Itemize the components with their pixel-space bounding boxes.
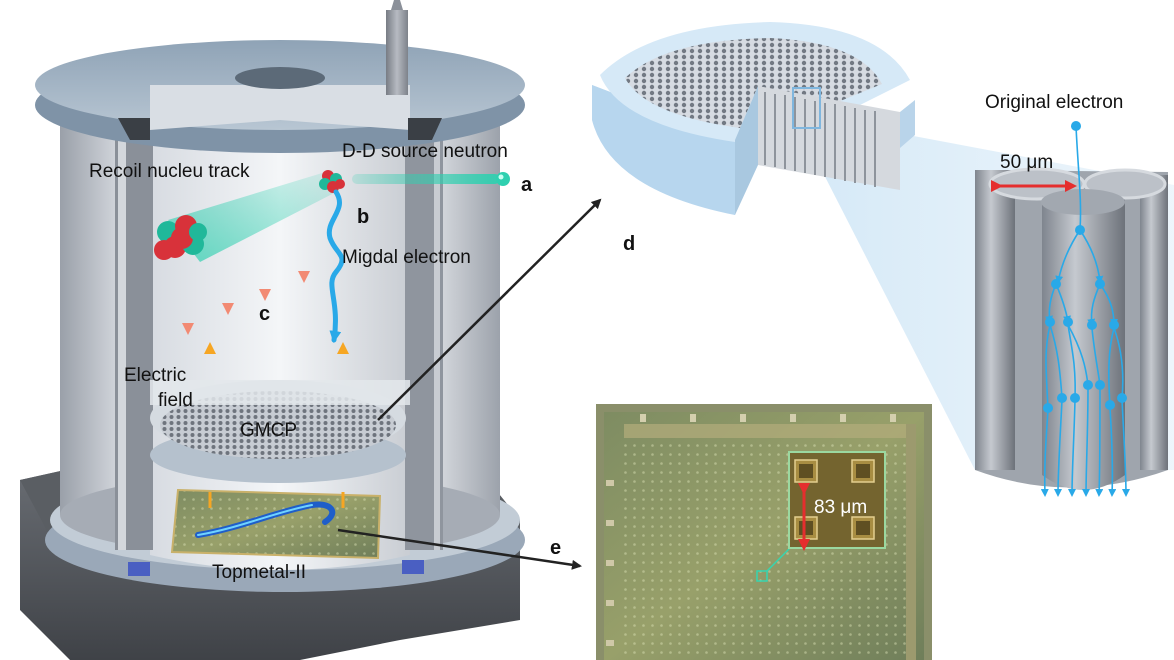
label-migdal: Migdal electron <box>342 247 471 268</box>
electron-cascade <box>1040 125 1130 497</box>
detector-chamber <box>20 0 525 660</box>
wedge-channels <box>764 92 876 187</box>
panel-e: e <box>550 537 561 559</box>
channel-top-3 <box>1041 189 1125 215</box>
chip-pads-top <box>640 414 896 422</box>
lid-clamp-right <box>408 118 442 140</box>
channel-tube-left <box>975 170 1015 470</box>
label-original-electron: Original electron <box>985 92 1123 113</box>
label-recoil: Recoil nucleu track <box>89 161 250 182</box>
channel-tube-right <box>1140 175 1168 470</box>
label-field: field <box>158 390 193 411</box>
track-on-chip-glow <box>197 504 313 536</box>
recoil-track <box>168 170 340 262</box>
chip-pads-left <box>606 480 614 646</box>
lid-clamp-left <box>118 118 150 140</box>
label-electric: Electric <box>124 365 186 386</box>
arrow-to-e <box>337 528 582 570</box>
zoom-box <box>792 87 821 129</box>
label-gmcp: GMCP <box>240 420 297 441</box>
recoil-nucleus-large <box>154 215 207 260</box>
port-left <box>128 562 150 576</box>
wedge-wall-left <box>735 86 758 215</box>
port-right <box>402 560 424 574</box>
lid-cut <box>150 85 410 130</box>
label-dd-source: D-D source neutron <box>342 141 508 162</box>
panel-d: d <box>623 233 635 255</box>
panel-c: c <box>259 303 270 325</box>
topmetal-chip-photo: 83 μm <box>596 404 932 660</box>
electron-nodes <box>1043 121 1127 413</box>
lid-hole <box>235 67 325 89</box>
label-50um: 50 μm <box>1000 152 1053 173</box>
topmetal-frame <box>170 488 382 560</box>
chip-zoom-pixel <box>756 570 768 582</box>
panel-a: a <box>521 174 533 196</box>
microchannel-zoom <box>975 167 1168 490</box>
feedthrough-rod <box>386 10 408 95</box>
feedthrough-tip <box>391 0 403 10</box>
chip-periphery-right <box>906 424 916 660</box>
arrow-to-d <box>377 198 602 421</box>
disc-rim-right <box>900 100 915 148</box>
gmcp-holes-mask <box>150 380 410 405</box>
chip-zoom-line <box>766 544 794 572</box>
disc-holes <box>625 38 882 128</box>
gmcp-holes <box>160 391 396 459</box>
neutron-highlight <box>498 174 504 180</box>
pixel-inset-pads <box>794 459 875 540</box>
neutron-particle <box>496 172 510 186</box>
label-topmetal: Topmetal-II <box>212 562 306 583</box>
panel-b: b <box>357 206 369 228</box>
recoil-nucleus-small <box>319 170 345 193</box>
wedge-wall-back <box>758 86 900 190</box>
wall-edge-left-hi <box>118 120 126 550</box>
neutron-beam <box>352 174 500 184</box>
wall-edge-right-hi <box>434 120 440 550</box>
disc-body-front <box>592 85 735 215</box>
label-83um: 83 μm <box>814 497 867 518</box>
topmetal-pixels <box>172 490 380 558</box>
migdal-electron-track <box>326 189 345 343</box>
chip-periphery-top <box>624 424 906 438</box>
